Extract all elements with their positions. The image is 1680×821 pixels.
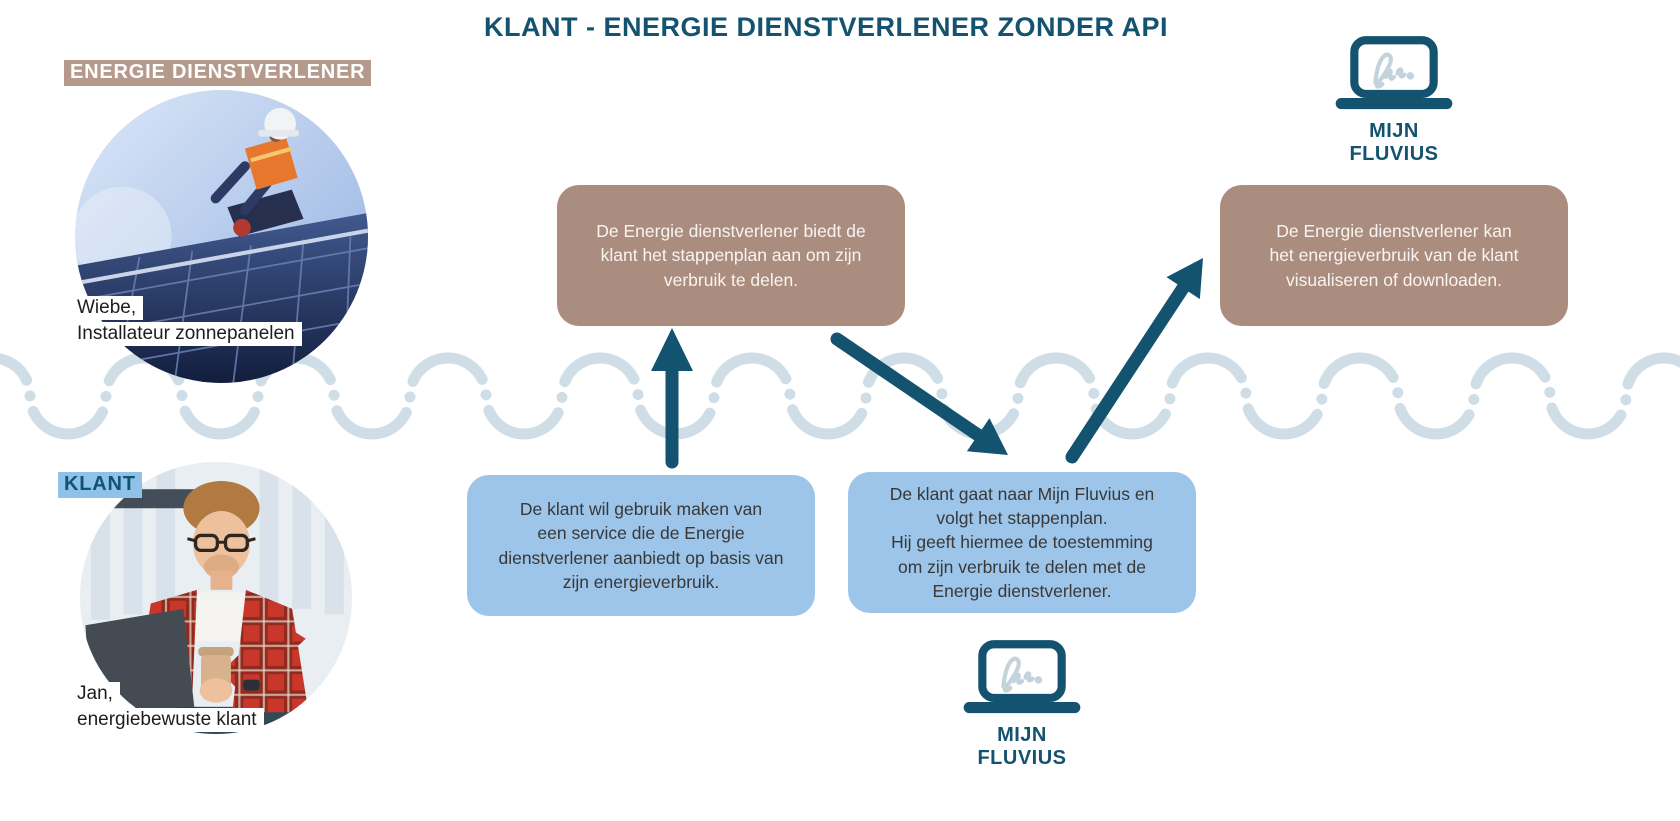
box-offer-stappenplan: De Energie dienstverlener biedt de klant…: [557, 185, 905, 326]
arrow-offer-to-consent: [830, 332, 1008, 455]
box-klant-service: De klant wil gebruik maken van een servi…: [467, 475, 815, 616]
box-klant-toestemming: De klant gaat naar Mijn Fluvius en volgt…: [848, 472, 1196, 613]
mijn-fluvius-logo-top: MIJN FLUVIUS: [1314, 36, 1474, 166]
page-title: KLANT - ENERGIE DIENSTVERLENER ZONDER AP…: [483, 12, 1169, 42]
logo-text-mijn: MIJN: [997, 724, 1047, 746]
client-label: KLANT: [58, 472, 142, 498]
provider-caption: Wiebe, Installateur zonnepanelen: [70, 295, 302, 347]
flu-signature: [1001, 656, 1035, 693]
laptop-icon: [963, 640, 1081, 714]
logo-text-fluvius: FLUVIUS: [1349, 143, 1439, 165]
mijn-fluvius-logo-bottom: MIJN FLUVIUS: [942, 640, 1102, 770]
provider-caption-text: Wiebe, Installateur zonnepanelen: [70, 296, 302, 347]
installer-figure: [210, 107, 304, 237]
logo-text-mijn: MIJN: [1369, 120, 1419, 142]
logo-text-fluvius: FLUVIUS: [977, 747, 1067, 769]
client-caption-text: Jan, energiebewuste klant: [70, 682, 264, 733]
laptop-icon: [1335, 36, 1453, 110]
arrow-consent-to-visualize: [1065, 258, 1203, 464]
flu-signature: [1373, 52, 1407, 89]
provider-label: ENERGIE DIENSTVERLENER: [64, 60, 372, 86]
arrow-client-to-offer: [651, 328, 693, 469]
box-visualize-download: De Energie dienstverlener kan het energi…: [1220, 185, 1568, 326]
client-caption: Jan, energiebewuste klant: [70, 681, 264, 733]
